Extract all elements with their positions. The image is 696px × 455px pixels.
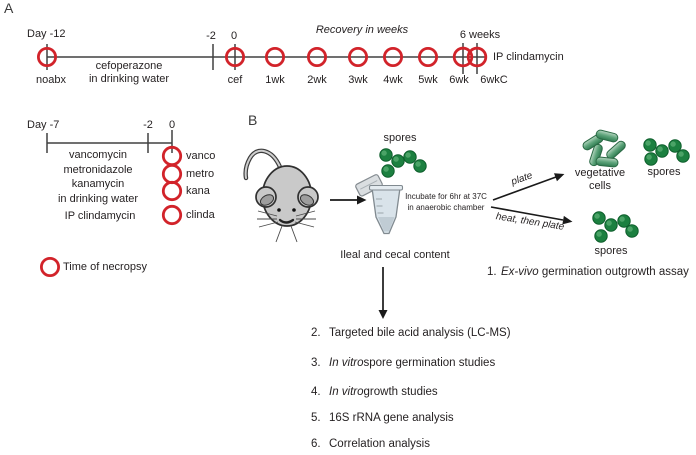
ip-clindamycin-top-label: IP clindamycin xyxy=(493,51,564,63)
analysis-item-3: 3.In vitro spore germination studies xyxy=(311,357,496,369)
analysis-item-2: 2.Targeted bile acid analysis (LC-MS) xyxy=(311,327,511,339)
arrow-heat-then-plate xyxy=(490,206,573,225)
cefoperazone-treatment-text: cefoperazone in drinking water xyxy=(88,60,170,85)
assay-item-1-number: 1. xyxy=(487,266,497,278)
timeline-top-minus2: -2 xyxy=(206,30,216,42)
ip-clindamycin-left-label: IP clindamycin xyxy=(64,210,136,222)
assay-item-1: 1.Ex-vivo germination outgrowth assay xyxy=(487,266,689,278)
spores-bottom-label: spores xyxy=(594,245,628,257)
recovery-in-weeks-label: Recovery in weeks xyxy=(315,24,409,36)
panel-b-label: B xyxy=(248,112,258,128)
timeline-left-zero: 0 xyxy=(168,119,176,131)
necropsy-circles-left xyxy=(161,145,183,226)
timepoint-kana: kana xyxy=(186,185,210,197)
timepoint-2wk: 2wk xyxy=(307,74,327,86)
sample-label: Ileal and cecal content xyxy=(340,249,450,261)
timepoint-3wk: 3wk xyxy=(348,74,368,86)
spores-right-label: spores xyxy=(647,166,681,178)
timeline-left-minus2: -2 xyxy=(143,119,153,131)
timepoint-cef: cef xyxy=(227,74,243,86)
timepoint-metro: metro xyxy=(186,168,215,180)
arrow-plate xyxy=(492,173,565,201)
timepoint-5wk: 5wk xyxy=(418,74,438,86)
necropsy-circles-top xyxy=(37,46,488,68)
spores-top-label: spores xyxy=(383,132,417,144)
timepoint-noabx: noabx xyxy=(36,74,66,86)
timepoint-6wk: 6wk xyxy=(449,74,469,86)
spore-cluster-top xyxy=(379,148,427,178)
arrow-down xyxy=(378,267,388,319)
analysis-item-5: 5.16S rRNA gene analysis xyxy=(311,412,454,424)
spore-cluster-right xyxy=(643,138,690,166)
analysis-item-6: 6.Correlation analysis xyxy=(311,438,430,450)
timeline-left xyxy=(46,130,173,153)
six-weeks-label: 6 weeks xyxy=(459,29,501,41)
timeline-top-start-label: Day -12 xyxy=(27,28,66,40)
incubate-text: Incubate for 6hr at 37C in anaerobic cha… xyxy=(405,192,487,212)
necropsy-legend-circle xyxy=(40,256,61,277)
timeline-top-zero: 0 xyxy=(230,30,238,42)
spore-cluster-bottom xyxy=(592,211,639,243)
timeline-left-start-label: Day -7 xyxy=(27,119,60,131)
necropsy-legend-label: Time of necropsy xyxy=(63,261,147,273)
microcentrifuge-tube xyxy=(355,174,404,235)
timepoint-vanco: vanco xyxy=(186,150,216,162)
antibiotic-cocktail-text: vancomycin metronidazole kanamycin in dr… xyxy=(57,149,139,205)
timepoint-4wk: 4wk xyxy=(383,74,403,86)
mouse-illustration xyxy=(243,148,319,243)
timepoint-clinda: clinda xyxy=(186,209,215,221)
analysis-item-4: 4.In vitro growth studies xyxy=(311,386,438,398)
vegetative-cells-illustration xyxy=(580,128,628,168)
timepoint-6wkC: 6wkC xyxy=(480,74,508,86)
arrow-mouse-to-tube xyxy=(330,195,367,205)
timepoint-1wk: 1wk xyxy=(265,74,285,86)
vegetative-cells-label: vegetative cells xyxy=(574,167,626,192)
panel-a-label: A xyxy=(4,0,14,16)
